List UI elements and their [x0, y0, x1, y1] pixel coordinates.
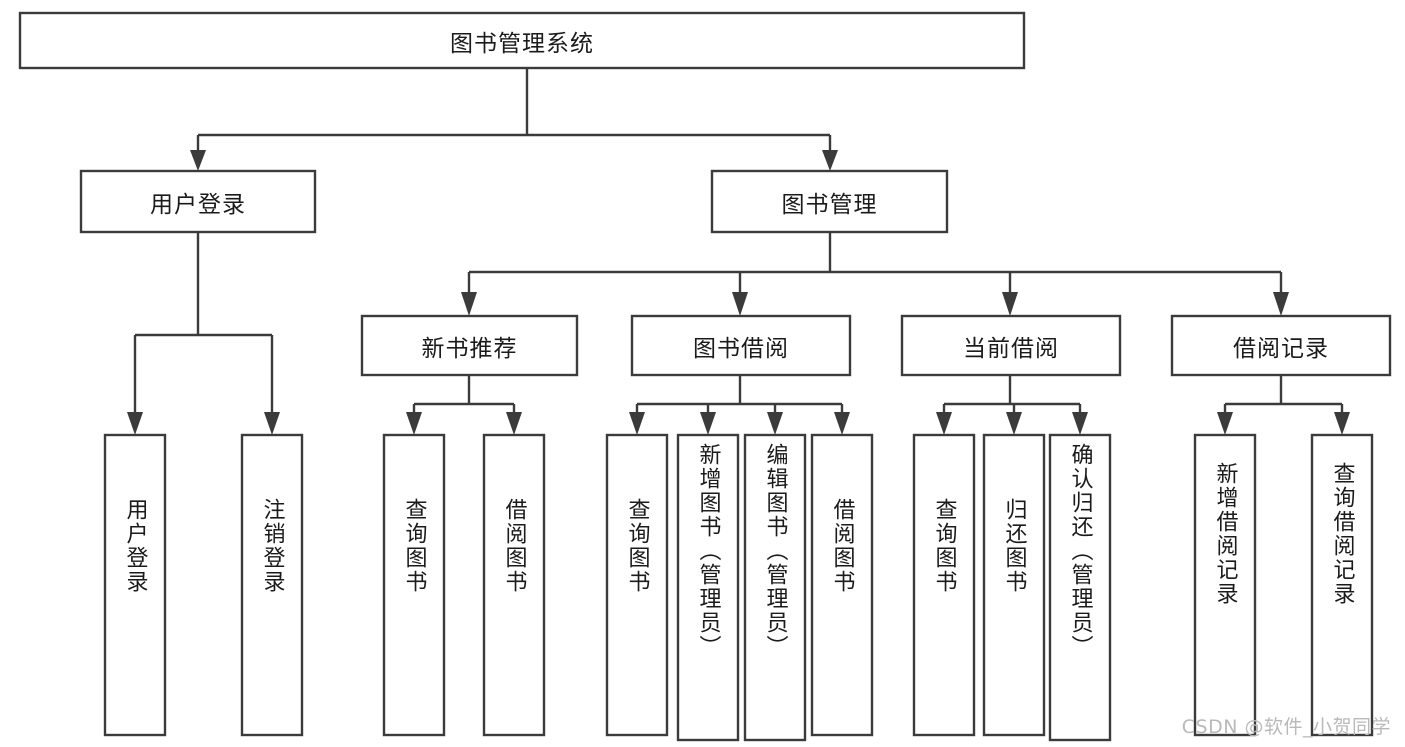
node-book-management-box[interactable] — [710, 169, 949, 234]
arrow-head-borrow-leaf-1 — [629, 412, 645, 435]
arrow-head-current-leaf-1 — [936, 412, 952, 435]
leaf-box-current-confirm-return-admin[interactable] — [1048, 433, 1112, 742]
node-user-login-box[interactable] — [79, 169, 317, 234]
leaf-box-logout[interactable] — [240, 433, 304, 737]
arrow-head-leaf-user-login — [127, 412, 143, 435]
leaf-box-borrow-borrow-book[interactable] — [810, 433, 874, 737]
leaf-box-borrow-query-book[interactable] — [605, 433, 669, 737]
arrow-head-new-book-recommend — [461, 292, 477, 316]
arrow-head-recommend-leaf-2 — [506, 412, 522, 435]
arrow-head-record-leaf-2 — [1334, 412, 1350, 435]
arrow-head-book-mgmt — [822, 150, 838, 171]
node-book-borrow-box[interactable] — [630, 314, 852, 377]
leaf-box-current-query-book[interactable] — [912, 433, 976, 737]
leaf-box-record-add-record[interactable] — [1193, 433, 1257, 737]
arrow-head-current-borrow — [1002, 292, 1018, 316]
leaf-box-borrow-add-book-admin[interactable] — [676, 433, 740, 742]
node-current-borrow-box[interactable] — [900, 314, 1122, 377]
arrow-head-leaf-logout — [264, 412, 280, 435]
arrow-head-borrow-leaf-2 — [700, 412, 716, 435]
leaf-box-user-login[interactable] — [103, 433, 167, 737]
node-root-box[interactable] — [18, 11, 1026, 70]
arrow-head-user-login — [190, 150, 206, 171]
arrow-head-borrow-leaf-3 — [767, 412, 783, 435]
node-borrow-record-box[interactable] — [1170, 314, 1392, 377]
arrow-head-book-borrow — [732, 292, 748, 316]
leaf-box-current-return-book[interactable] — [982, 433, 1046, 737]
leaf-box-recommend-query-book[interactable] — [382, 433, 446, 737]
arrow-head-borrow-record — [1273, 292, 1289, 316]
node-new-book-recommend-box[interactable] — [360, 314, 579, 377]
leaf-box-recommend-borrow-book[interactable] — [482, 433, 546, 737]
arrow-head-record-leaf-1 — [1217, 412, 1233, 435]
arrow-head-current-leaf-2 — [1006, 412, 1022, 435]
leaf-box-record-query-record[interactable] — [1310, 433, 1374, 737]
arrow-head-current-leaf-3 — [1072, 412, 1088, 435]
arrow-head-borrow-leaf-4 — [834, 412, 850, 435]
leaf-box-borrow-edit-book-admin[interactable] — [743, 433, 807, 742]
arrow-head-recommend-leaf-1 — [406, 412, 422, 435]
